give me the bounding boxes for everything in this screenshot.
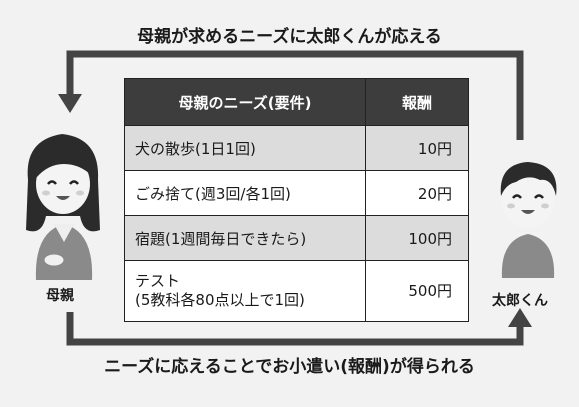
bottom-arrow-line (66, 312, 524, 346)
taro-label: 太郎くん (492, 293, 548, 309)
requirement-cell: 宿題(1週間毎日できたら) (124, 215, 366, 261)
header-requirement: 母親のニーズ(要件) (124, 78, 366, 126)
table-header-row: 母親のニーズ(要件) 報酬 (124, 78, 469, 126)
table-row: テスト (5教科各80点以上で1回) 500円 (124, 260, 469, 322)
table-row: ごみ捨て(週3回/各1回) 20円 (124, 170, 469, 216)
top-arrowhead (58, 94, 82, 113)
top-arrow-line (66, 50, 524, 140)
requirement-line1: テスト (135, 272, 181, 291)
mother-label: 母親 (46, 288, 74, 304)
reward-cell: 10円 (365, 125, 469, 171)
table-row: 犬の散歩(1日1回) 10円 (124, 125, 469, 171)
header-reward: 報酬 (365, 78, 469, 126)
requirement-cell: ごみ捨て(週3回/各1回) (124, 170, 366, 216)
bottom-caption: ニーズに応えることでお小遣い(報酬)が得られる (104, 357, 475, 377)
reward-cell: 20円 (365, 170, 469, 216)
requirement-line2: (5教科各80点以上で1回) (135, 291, 305, 309)
reward-cell: 500円 (365, 260, 469, 322)
needs-table: 母親のニーズ(要件) 報酬 犬の散歩(1日1回) 10円 ごみ捨て(週3回/各1… (124, 78, 469, 322)
reward-cell: 100円 (365, 215, 469, 261)
requirement-cell: 犬の散歩(1日1回) (124, 125, 366, 171)
requirement-cell: テスト (5教科各80点以上で1回) (124, 260, 366, 322)
bottom-arrowhead (508, 308, 532, 327)
top-caption: 母親が求めるニーズに太郎くんが応える (137, 27, 442, 47)
table-row: 宿題(1週間毎日できたら) 100円 (124, 215, 469, 261)
taro-illustration (500, 162, 557, 278)
mother-illustration (26, 134, 100, 280)
